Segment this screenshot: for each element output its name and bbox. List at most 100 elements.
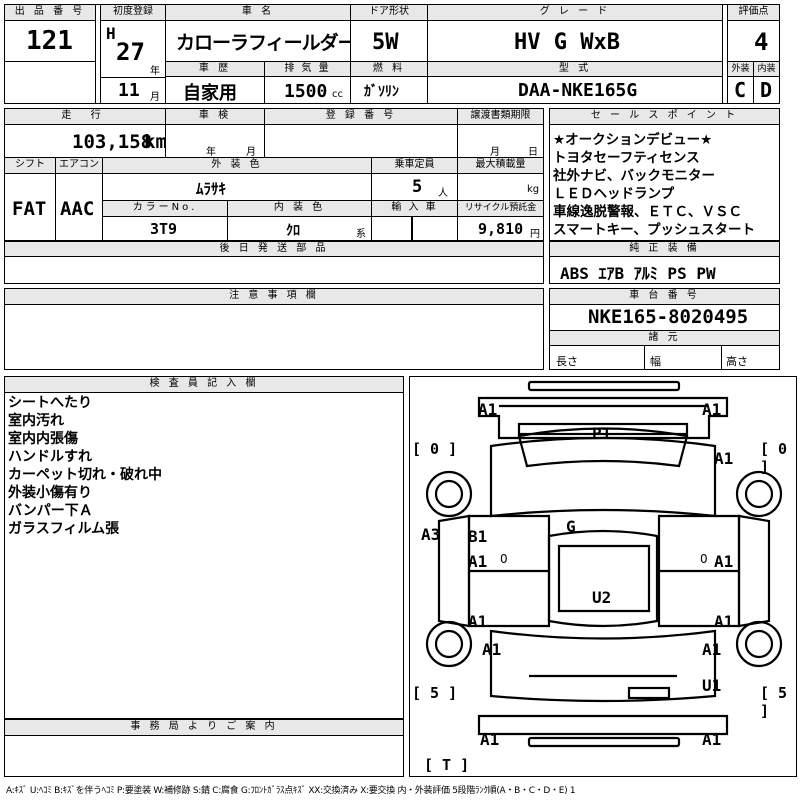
damage-mark: A1 — [482, 640, 502, 659]
inspector-label: 検 査 員 記 入 欄 — [4, 376, 404, 393]
inspector-box — [4, 392, 404, 719]
grade: HV G WxB — [514, 30, 620, 55]
later-parts-cell — [4, 256, 544, 284]
sales-box — [549, 124, 780, 241]
equip-cell — [549, 256, 780, 284]
tire-rear-left: [ 5 ] — [412, 684, 458, 702]
lot-label: 出 品 番 号 — [4, 4, 96, 21]
seats: 5 — [412, 177, 423, 197]
ac-label: エアコン — [55, 157, 103, 174]
shift-label: シフト — [4, 157, 56, 174]
mileage: 103,158 — [72, 131, 153, 153]
intcolor-cell — [227, 216, 372, 241]
dims-width-cell — [644, 345, 722, 370]
damage-mark: G — [566, 517, 576, 536]
sales-line: 車線逸脱警報、ＥＴＣ、ＶＳＣ — [553, 204, 742, 220]
note-line: バンパー下Ａ — [8, 503, 93, 519]
import-cell — [371, 216, 458, 241]
int-label: 内装 — [753, 61, 780, 77]
lot-number: 121 — [26, 26, 73, 56]
color-number: 3T9 — [150, 220, 178, 238]
note-line: シートへたり — [8, 395, 92, 411]
damage-mark: A1 — [714, 552, 734, 571]
import-divider — [411, 216, 413, 241]
int-color: ｸﾛ — [286, 223, 300, 239]
intcolor-unit: 系 — [356, 229, 366, 240]
sales-line: トヨタセーフティセンス — [553, 150, 700, 166]
chassis-number: NKE165-8020495 — [588, 306, 749, 328]
reg-era: H — [106, 24, 116, 43]
chassis-label: 車 台 番 号 — [549, 288, 780, 305]
later-parts-label: 後 日 発 送 部 品 — [4, 241, 544, 257]
color-cell — [102, 173, 372, 201]
sales-points: ★オークションデビュー★ トヨタセーフティセンス 社外ナビ、バックモニター ＬＥ… — [553, 131, 755, 239]
shift: FAT — [12, 198, 47, 220]
sales-line: スマートキー、プッシュスタート — [553, 222, 755, 238]
damage-mark: B1 — [468, 527, 488, 546]
mileage-label: 走 行 — [4, 108, 166, 125]
reg-year: 27 — [116, 38, 145, 66]
dims-height-cell — [721, 345, 780, 370]
ext-rating: C — [734, 78, 747, 102]
regno-label: 登 録 番 号 — [264, 108, 458, 125]
legend: A:ｷｽﾞ U:ﾍｺﾐ B:ｷｽﾞを伴うﾍｺﾐ P:要塗装 W:補修跡 S:錆 … — [6, 786, 576, 796]
tire-rear-right: [ 5 ] — [760, 684, 788, 720]
door-label: ドア形状 — [350, 4, 428, 21]
note-line: 室内汚れ — [8, 413, 64, 429]
transfer-day: 日 — [528, 147, 538, 158]
car-diagram — [425, 380, 783, 748]
equip-label: 純 正 装 備 — [549, 241, 780, 257]
caution-box — [4, 304, 544, 370]
transfer-cell — [457, 124, 544, 158]
seats-unit: 人 — [438, 188, 448, 199]
disp-cell — [264, 76, 351, 104]
recycle-label: リサイクル預託金 — [457, 200, 544, 217]
history-cell — [165, 76, 265, 104]
sales-line: ★オークションデビュー★ — [553, 132, 713, 148]
damage-mark: P1 — [592, 424, 612, 443]
inspect-label: 車 検 — [165, 108, 265, 125]
reg-year-unit: 年 — [150, 66, 160, 77]
office-box — [4, 735, 404, 777]
history: 自家用 — [183, 83, 237, 104]
recycle-fee: 9,810 — [478, 220, 524, 238]
disp-label: 排 気 量 — [264, 61, 351, 77]
ac: AAC — [60, 198, 95, 220]
office-label: 事 務 局 よ り ご 案 内 — [4, 719, 404, 736]
inspect-year: 年 — [206, 147, 216, 158]
reg-label: 初度登録 — [100, 4, 166, 21]
grade-label: グ レ ー ド — [427, 4, 723, 21]
lot-cell — [4, 20, 96, 62]
note-line: 室内内張傷 — [8, 431, 78, 447]
sales-label: セ ー ル ス ポ イ ン ト — [549, 108, 780, 125]
color-label: 外 装 色 — [102, 157, 372, 174]
model-cell — [427, 76, 723, 104]
transfer-label: 譲渡書類期限 — [457, 108, 544, 125]
recycle-cell — [457, 216, 544, 241]
load-label: 最大積載量 — [457, 157, 544, 174]
inspect-month: 月 — [246, 147, 256, 158]
model: DAA-NKE165G — [518, 80, 638, 101]
tire-spare: [ T ] — [424, 756, 470, 774]
dims-label: 諸 元 — [549, 330, 780, 346]
damage-mark: A1 — [468, 552, 488, 571]
car-name: カローラフィールダー — [176, 32, 357, 54]
note-line: ハンドルすれ — [8, 449, 92, 465]
intcolor-label: 内 装 色 — [227, 200, 372, 217]
int-rating: D — [760, 78, 773, 102]
dims-length: 長さ — [556, 355, 578, 368]
tire-front-right: [ 0 ] — [760, 440, 788, 476]
grade-cell — [427, 20, 723, 62]
chassis-cell — [549, 304, 780, 331]
note-line: 外装小傷有り — [8, 485, 92, 501]
sales-line: 社外ナビ、バックモニター — [553, 168, 715, 184]
damage-mark: A1 — [702, 400, 722, 419]
door-cell — [350, 20, 428, 62]
import-label: 輸 入 車 — [371, 200, 458, 217]
transfer-month: 月 — [490, 147, 500, 158]
load-unit: kg — [527, 184, 540, 195]
recycle-unit: 円 — [530, 229, 540, 240]
fuel: ｶﾞｿﾘﾝ — [364, 84, 399, 100]
fuel-label: 燃 料 — [350, 61, 428, 77]
dims-height: 高さ — [726, 355, 748, 368]
